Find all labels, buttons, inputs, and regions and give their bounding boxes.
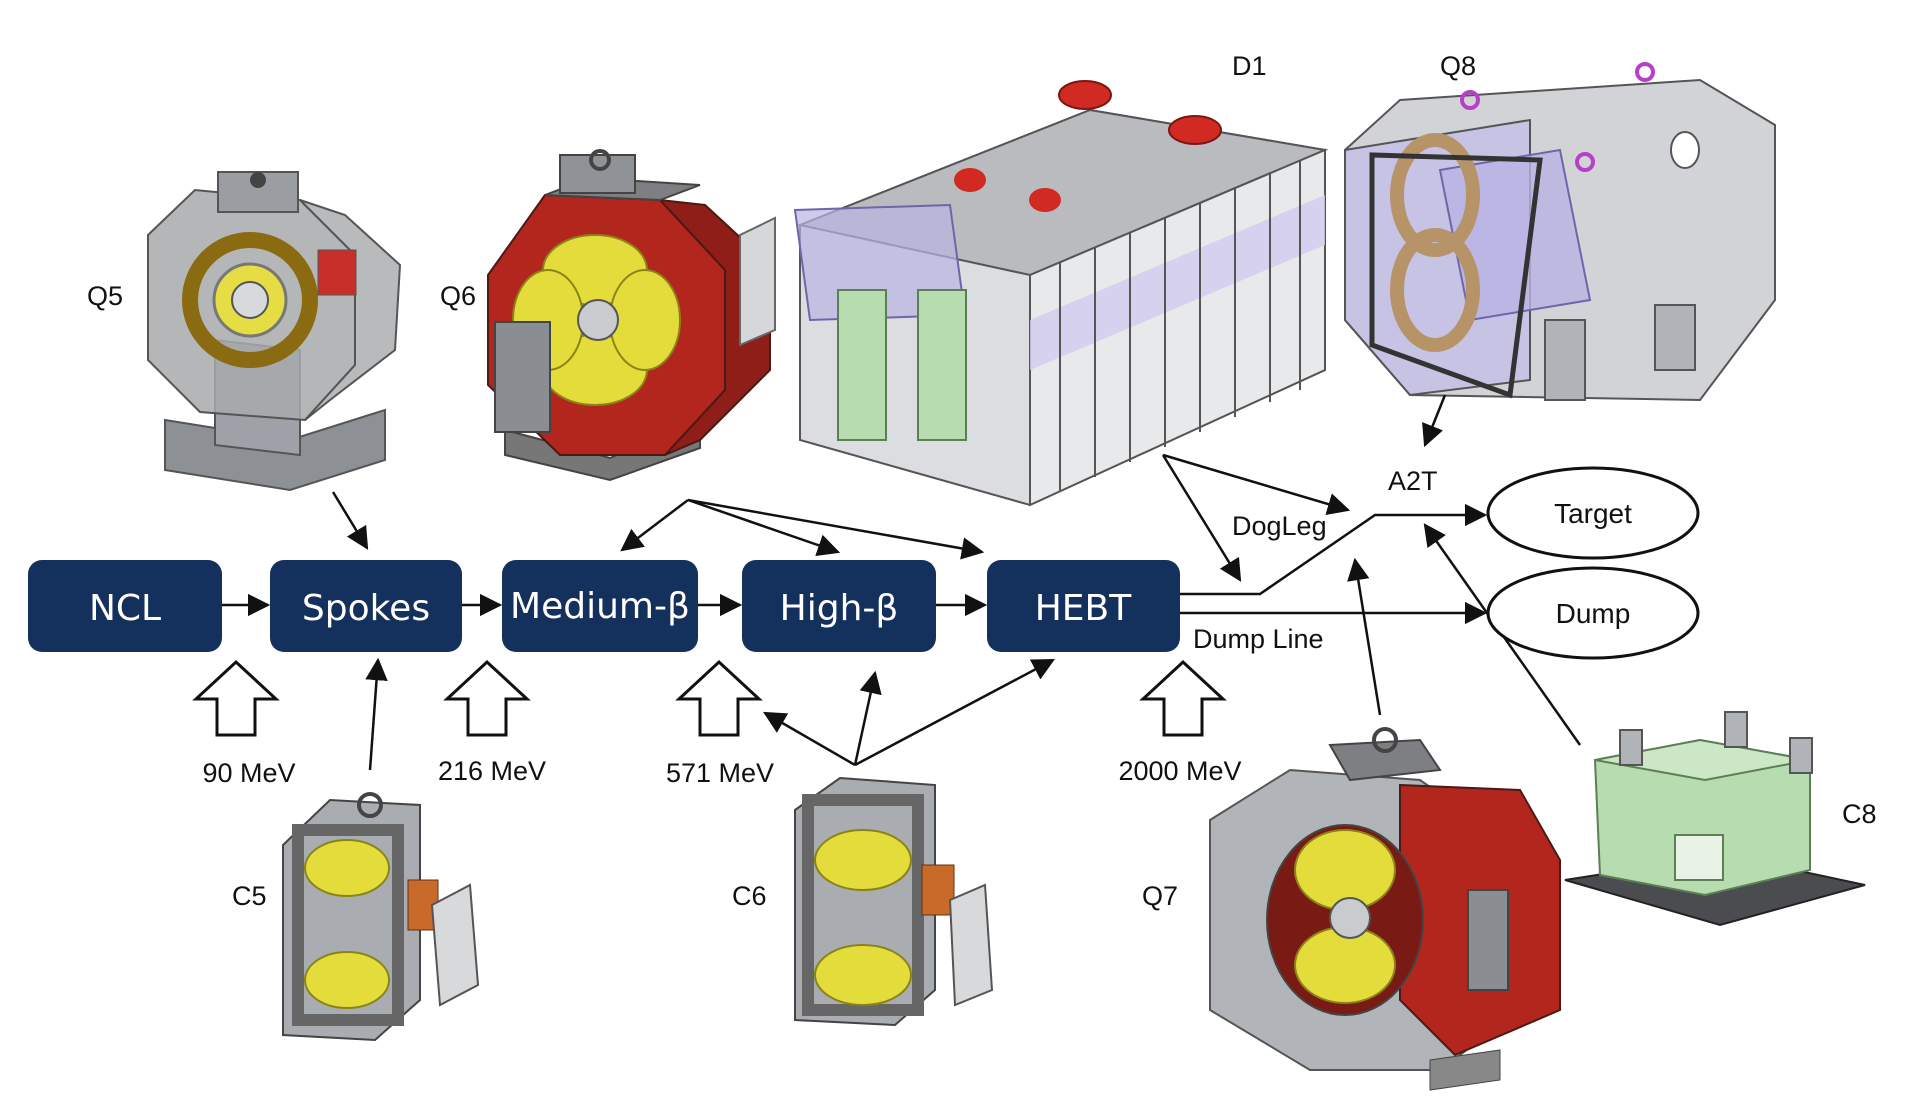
q5-magnet-icon bbox=[147, 171, 402, 492]
arrow-hebt-target bbox=[1180, 503, 1488, 596]
c8-magnet-icon bbox=[1564, 711, 1866, 927]
magnet-label-q5: Q5 bbox=[87, 281, 123, 311]
line-label-a2t: A2T bbox=[1388, 466, 1438, 496]
energy-arrow-216 bbox=[443, 659, 531, 737]
stage-spokes-label: Spokes bbox=[302, 588, 430, 629]
d1-magnet-icon bbox=[793, 80, 1329, 507]
energy-arrow-571 bbox=[675, 659, 763, 737]
endpoint-target: Target bbox=[1486, 466, 1700, 560]
stage-ncl: NCL bbox=[28, 560, 222, 652]
stage-hebt-box bbox=[987, 560, 1180, 652]
stage-hebt: HEBT bbox=[987, 560, 1180, 652]
energy-label-216: 216 MeV bbox=[438, 756, 546, 786]
stage-ncl-label: NCL bbox=[89, 588, 161, 629]
c6-magnet-icon bbox=[794, 776, 994, 1027]
q7-magnet-icon bbox=[1209, 727, 1561, 1091]
magnet-label-c8: C8 bbox=[1842, 799, 1877, 829]
arrow-q6-high bbox=[687, 498, 841, 556]
arrow-c6-hebt bbox=[854, 658, 1055, 767]
arrow-c5-spokes bbox=[365, 657, 388, 771]
line-label-dump-line: Dump Line bbox=[1193, 624, 1324, 654]
energy-label-571: 571 MeV bbox=[666, 758, 774, 788]
arrow-d1-dogleg-2 bbox=[1162, 453, 1351, 516]
stage-spokes-box bbox=[270, 560, 462, 652]
energy-arrows bbox=[192, 659, 1227, 737]
c5-magnet-icon bbox=[282, 792, 480, 1042]
stage-medium: Medium-β bbox=[502, 560, 698, 652]
magnet-label-q6: Q6 bbox=[440, 281, 476, 311]
magnet-label-d1: D1 bbox=[1232, 51, 1267, 81]
arrow-q8-a2t bbox=[1422, 394, 1447, 448]
arrow-q6-medium bbox=[620, 499, 689, 552]
energy-arrow-2000 bbox=[1139, 659, 1227, 737]
arrow-q6-hebt bbox=[687, 498, 985, 560]
stage-medium-box bbox=[502, 560, 698, 652]
arrow-d1-dogleg-1 bbox=[1161, 454, 1242, 582]
stage-ncl-box bbox=[28, 560, 222, 652]
stage-spokes: Spokes bbox=[270, 560, 462, 652]
energy-arrow-90 bbox=[192, 659, 280, 737]
arrow-c6-high bbox=[853, 670, 882, 766]
endpoint-dump: Dump bbox=[1486, 566, 1700, 660]
stage-high: High-β bbox=[742, 560, 936, 652]
energy-label-90: 90 MeV bbox=[202, 758, 295, 788]
magnet-label-c6: C6 bbox=[732, 881, 767, 911]
line-label-dogleg: DogLeg bbox=[1232, 511, 1327, 541]
arrow-q5-spokes bbox=[331, 491, 369, 550]
stage-medium-label: Medium-β bbox=[510, 586, 690, 627]
arrow-c6-medium bbox=[763, 711, 856, 767]
endpoint-target-label: Target bbox=[1554, 498, 1632, 529]
stage-hebt-label: HEBT bbox=[1035, 588, 1133, 629]
magnet-label-q7: Q7 bbox=[1142, 881, 1178, 911]
magnet-label-q8: Q8 bbox=[1440, 51, 1476, 81]
q6-magnet-icon bbox=[487, 149, 776, 482]
q8-magnet-icon bbox=[1344, 62, 1776, 402]
stage-high-label: High-β bbox=[780, 588, 899, 629]
stage-high-box bbox=[742, 560, 936, 652]
endpoint-dump-label: Dump bbox=[1556, 598, 1631, 629]
arrow-q7-a2t bbox=[1347, 557, 1382, 716]
energy-label-2000: 2000 MeV bbox=[1118, 756, 1241, 786]
magnet-label-c5: C5 bbox=[232, 881, 267, 911]
